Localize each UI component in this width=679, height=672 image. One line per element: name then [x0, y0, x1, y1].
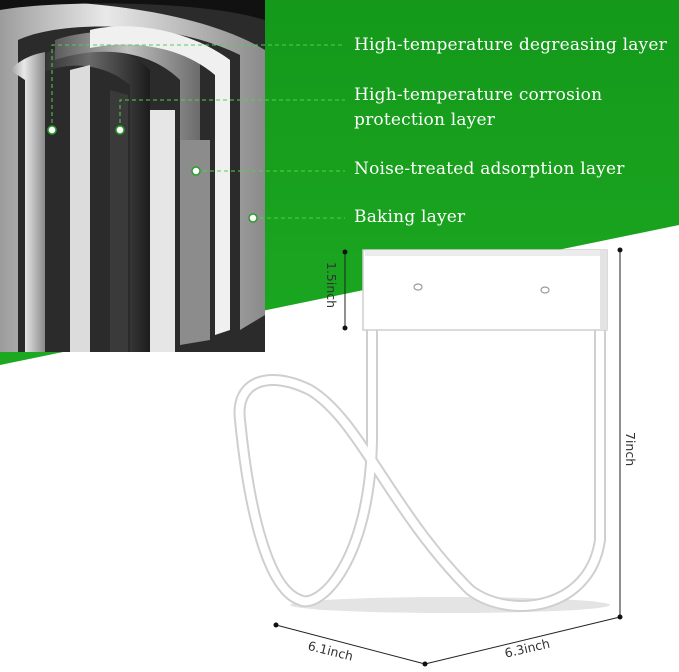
hose-hanger-icon: [233, 249, 610, 613]
dimension-plate-height: 1.5inch: [324, 262, 339, 309]
layer-label-degreasing: High-temperature degreasing layer: [354, 35, 667, 55]
callout-dots: [47, 125, 258, 223]
dimension-lines: [275, 250, 621, 665]
callout-lines: [51, 44, 345, 219]
dimension-total-height: 7inch: [623, 432, 638, 467]
layer-label-adsorption: Noise-treated adsorption layer: [354, 159, 625, 179]
dimension-dots: [273, 247, 623, 667]
layer-label-corrosion-protection: High-temperature corrosion protection la…: [354, 85, 603, 130]
layer-label-baking: Baking layer: [354, 207, 466, 227]
metal-cross-section-icon: [0, 0, 265, 353]
